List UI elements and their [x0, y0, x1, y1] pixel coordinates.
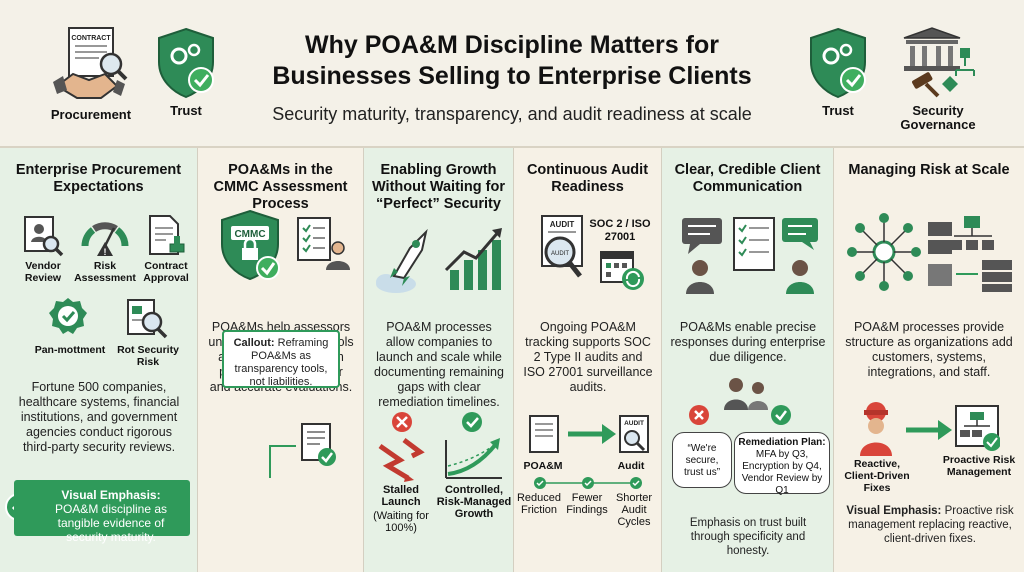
column-description: Fortune 500 companies, healthcare system…	[18, 380, 180, 454]
document-check-icon	[301, 423, 336, 466]
rocket-growth-chart-icon	[376, 228, 502, 293]
column-description: POA&M processes provide structure as org…	[845, 320, 1013, 379]
reframing-callout: Callout: Reframing POA&Ms as transparenc…	[222, 330, 340, 388]
remediation-plan-bubble: Remediation Plan: MFA by Q3, Encryption …	[734, 432, 830, 496]
benefit-fewer-findings: Fewer Findings	[566, 492, 608, 516]
trust-header-item-left: Trust	[146, 26, 226, 118]
column-risk-scale: Managing Risk at Scale	[834, 148, 1024, 572]
column-title: POA&Ms in the CMMC Assessment Process	[213, 162, 348, 212]
header-divider	[0, 146, 1024, 148]
svg-text:AUDIT: AUDIT	[551, 251, 569, 257]
page-title: Why POA&M Discipline Matters for Busines…	[272, 31, 752, 90]
controlled-growth-icon	[445, 412, 502, 479]
security-governance-header-item: Security Governance	[888, 24, 988, 132]
vendor-review-label: Vendor Review	[24, 260, 62, 284]
column-description: POA&Ms enable precise responses during e…	[670, 320, 826, 364]
vague-claim-bubble: “We're secure, trust us”	[672, 432, 732, 488]
stalled-arrows-icon	[378, 412, 425, 482]
benefit-shorter-cycles: Shorter Audit Cycles	[615, 492, 653, 528]
column-title: Enterprise Procurement Expectations	[15, 162, 182, 195]
people-icon	[724, 378, 768, 410]
cmmc-shield-icon: CMMC	[221, 209, 280, 281]
vendor-review-icon	[24, 216, 64, 257]
column-audit: Continuous Audit Readiness AUDIT AUDIT S…	[514, 148, 662, 572]
calendar-refresh-icon	[600, 251, 644, 290]
audit-magnifier-icon: AUDIT AUDIT	[541, 215, 583, 278]
shield-gears-icon	[810, 27, 866, 99]
contract-handshake-icon: CONTRACT	[53, 27, 128, 99]
benefit-reduced-friction: Reduced Friction	[516, 492, 562, 516]
column-title: Enabling Growth Without Waiting for “Per…	[371, 162, 505, 212]
header: Why POA&M Discipline Matters for Busines…	[0, 0, 1024, 148]
client-conversation-icon	[682, 217, 818, 294]
x-circle-icon	[689, 405, 709, 425]
column-title: Managing Risk at Scale	[848, 162, 1010, 178]
risk-gauge-icon: !	[81, 222, 129, 257]
column-title: Clear, Credible Client Communication	[674, 162, 821, 195]
security-risk-label: Rot Security Risk	[117, 344, 179, 368]
visual-emphasis-callout: Visual Emphasis: POA&M discipline as tan…	[14, 480, 190, 544]
risk-assessment-label: Risk Assessment	[74, 260, 136, 284]
proactive-risk-label: Proactive Risk Management	[942, 454, 1016, 478]
stalled-launch-subtitle: (Waiting for 100%)	[373, 510, 429, 534]
badge-check-icon	[49, 298, 87, 334]
trust-header-item-right: Trust	[798, 26, 878, 118]
column-description: Ongoing POA&M tracking supports SOC 2 Ty…	[523, 320, 653, 394]
check-circle-icon	[771, 405, 791, 425]
network-scale-icon	[847, 213, 1012, 292]
courthouse-gavel-icon	[903, 27, 975, 98]
column-description: POA&M processes allow companies to launc…	[374, 320, 504, 409]
benefits-timeline	[534, 477, 642, 489]
svg-text:AUDIT: AUDIT	[624, 420, 644, 427]
svg-text:AUDIT: AUDIT	[550, 220, 575, 229]
shield-gears-icon	[158, 27, 214, 99]
contract-approval-icon	[149, 215, 185, 255]
column-growth: Enabling Growth Without Waiting for “Per…	[364, 148, 514, 572]
column-communication: Clear, Credible Client Communication POA…	[662, 148, 834, 572]
svg-text:CONTRACT: CONTRACT	[71, 35, 111, 42]
callout-connector	[269, 445, 296, 478]
pan-mottment-label: Pan-mottment	[34, 344, 106, 356]
assessor-checklist-icon	[297, 217, 350, 270]
poam-flow-label: POA&M	[523, 460, 563, 472]
svg-text:!: !	[104, 247, 107, 257]
column-title: Continuous Audit Readiness	[526, 162, 649, 195]
reactive-to-proactive-icon	[860, 402, 1000, 456]
trust-emphasis-text: Emphasis on trust built through specific…	[689, 517, 807, 557]
security-risk-icon	[127, 299, 168, 339]
reactive-fixes-label: Reactive, Client-Driven Fixes	[844, 458, 910, 494]
page-subtitle: Security maturity, transparency, and aud…	[272, 104, 752, 124]
visual-emphasis-text: Visual Emphasis: Proactive risk manageme…	[846, 505, 1014, 545]
controlled-growth-label: Controlled, Risk-Managed Growth	[436, 484, 512, 520]
poam-to-audit-flow-icon: AUDIT	[529, 415, 649, 453]
stalled-launch-label: Stalled Launch	[381, 484, 421, 508]
contract-approval-label: Contract Approval	[143, 260, 189, 284]
procurement-header-item: CONTRACT Procurement	[46, 24, 136, 122]
column-procurement: Enterprise Procurement Expectations Vend…	[0, 148, 198, 572]
audit-flow-label: Audit	[617, 460, 645, 472]
standards-label: SOC 2 / ISO 27001	[589, 218, 651, 243]
svg-text:CMMC: CMMC	[234, 229, 265, 240]
